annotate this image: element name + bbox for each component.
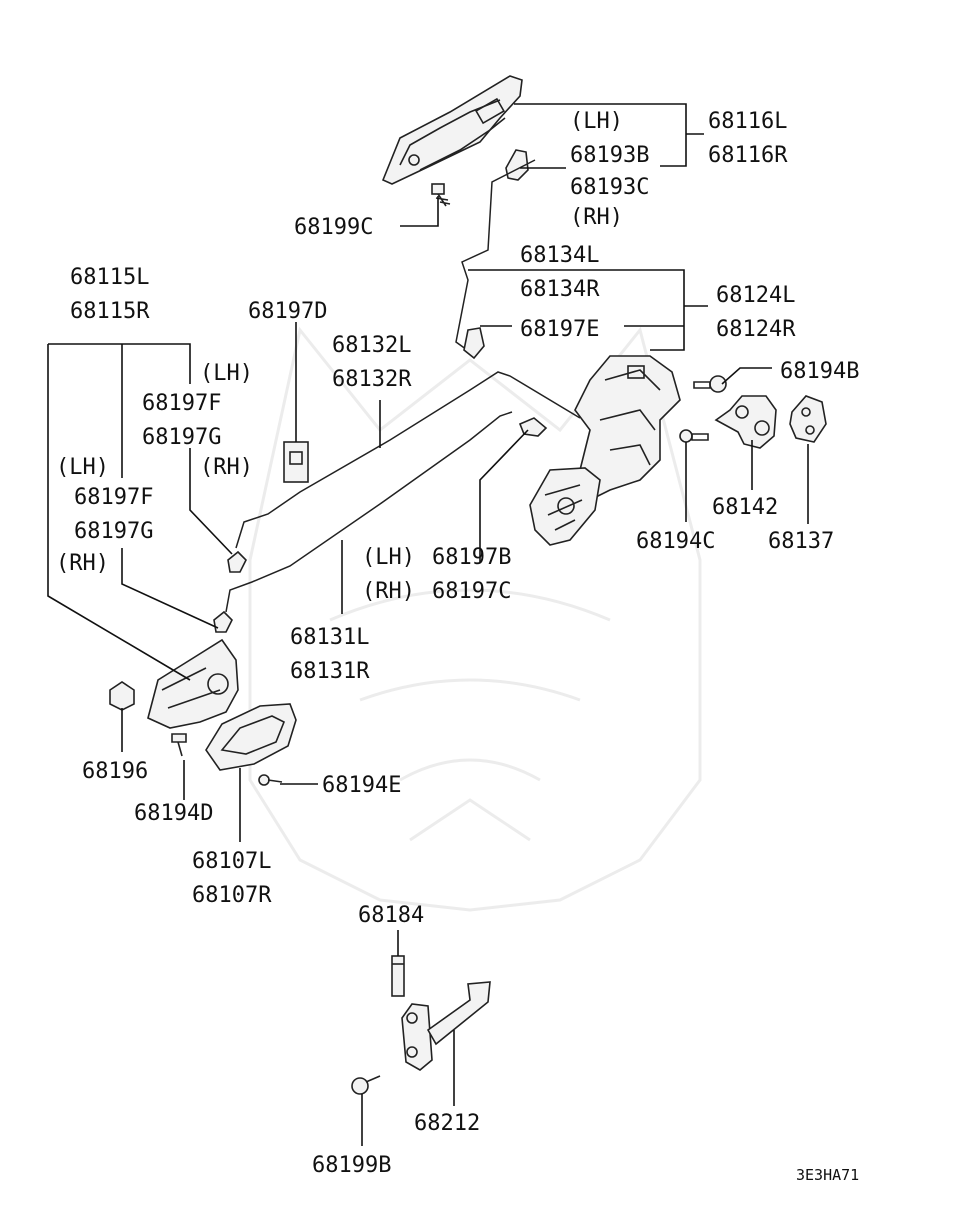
label-68107L: 68107L bbox=[192, 849, 271, 874]
label-lh-68197F-upper: (LH) bbox=[200, 361, 253, 386]
screw-68194C bbox=[679, 429, 709, 443]
door-check-68212 bbox=[401, 981, 491, 1071]
rod-68134 bbox=[455, 159, 536, 353]
clip-68197D bbox=[283, 441, 309, 483]
label-68197C: 68197C bbox=[432, 579, 511, 604]
inside-handle-68107 bbox=[205, 703, 297, 771]
label-68131L: 68131L bbox=[290, 625, 369, 650]
label-68194E: 68194E bbox=[322, 773, 401, 798]
label-68212: 68212 bbox=[414, 1111, 480, 1136]
rod-68131 bbox=[225, 411, 513, 613]
label-68194D: 68194D bbox=[134, 801, 213, 826]
label-68132L: 68132L bbox=[332, 333, 411, 358]
bushing-68196 bbox=[109, 681, 135, 711]
label-68194B: 68194B bbox=[780, 359, 859, 384]
label-68196: 68196 bbox=[82, 759, 148, 784]
label-68124L: 68124L bbox=[716, 283, 795, 308]
label-68199C: 68199C bbox=[294, 215, 373, 240]
bolt-68199B bbox=[351, 1075, 381, 1095]
shim-68137 bbox=[789, 395, 827, 443]
label-68197G-lower: 68197G bbox=[74, 519, 153, 544]
diagram-code: 3E3HA71 bbox=[796, 1166, 859, 1184]
screw-68199C bbox=[431, 183, 451, 207]
leader-lines bbox=[47, 103, 809, 1146]
label-rh-68197C: (RH) bbox=[362, 579, 415, 604]
label-68193C: 68193C bbox=[570, 175, 649, 200]
label-lh-68193: (LH) bbox=[570, 109, 623, 134]
part-labels: 68116L 68116R (LH) 68193B 68193C (RH) 68… bbox=[56, 109, 859, 1184]
label-68197F-lower: 68197F bbox=[74, 485, 153, 510]
label-68197G-upper: 68197G bbox=[142, 425, 221, 450]
screw-68194D bbox=[171, 733, 187, 757]
striker-68142 bbox=[714, 395, 777, 449]
label-68116L: 68116L bbox=[708, 109, 787, 134]
inside-handle-bracket bbox=[147, 638, 239, 729]
label-rh-68197G-upper: (RH) bbox=[200, 455, 253, 480]
label-rh-68193: (RH) bbox=[570, 205, 623, 230]
label-68197F-upper: 68197F bbox=[142, 391, 221, 416]
label-68199B: 68199B bbox=[312, 1153, 391, 1178]
clip-68197G bbox=[213, 610, 233, 633]
clip-68197E bbox=[463, 327, 485, 360]
label-68131R: 68131R bbox=[290, 659, 370, 684]
clip-68197F bbox=[227, 550, 247, 573]
label-68115L: 68115L bbox=[70, 265, 149, 290]
rod-68132 bbox=[235, 371, 581, 549]
screw-68194E bbox=[258, 774, 283, 786]
label-68134L: 68134L bbox=[520, 243, 599, 268]
label-68137: 68137 bbox=[768, 529, 834, 554]
label-68124R: 68124R bbox=[716, 317, 796, 342]
label-68193B: 68193B bbox=[570, 143, 649, 168]
label-lh-68197B: (LH) bbox=[362, 545, 415, 570]
label-rh-68197G-lower: (RH) bbox=[56, 551, 109, 576]
label-68115R: 68115R bbox=[70, 299, 150, 324]
label-68197B: 68197B bbox=[432, 545, 511, 570]
label-68194C: 68194C bbox=[636, 529, 715, 554]
label-68184: 68184 bbox=[358, 903, 424, 928]
watermark bbox=[248, 326, 702, 912]
label-68107R: 68107R bbox=[192, 883, 272, 908]
label-68134R: 68134R bbox=[520, 277, 600, 302]
label-68132R: 68132R bbox=[332, 367, 412, 392]
label-68197E: 68197E bbox=[520, 317, 599, 342]
screw-68194B bbox=[693, 375, 727, 393]
outside-handle bbox=[381, 75, 523, 185]
label-68197D: 68197D bbox=[248, 299, 327, 324]
door-lock-actuator bbox=[529, 355, 681, 546]
label-68116R: 68116R bbox=[708, 143, 788, 168]
label-lh-68197F-lower: (LH) bbox=[56, 455, 109, 480]
label-68142: 68142 bbox=[712, 495, 778, 520]
pin-68184 bbox=[391, 955, 405, 997]
